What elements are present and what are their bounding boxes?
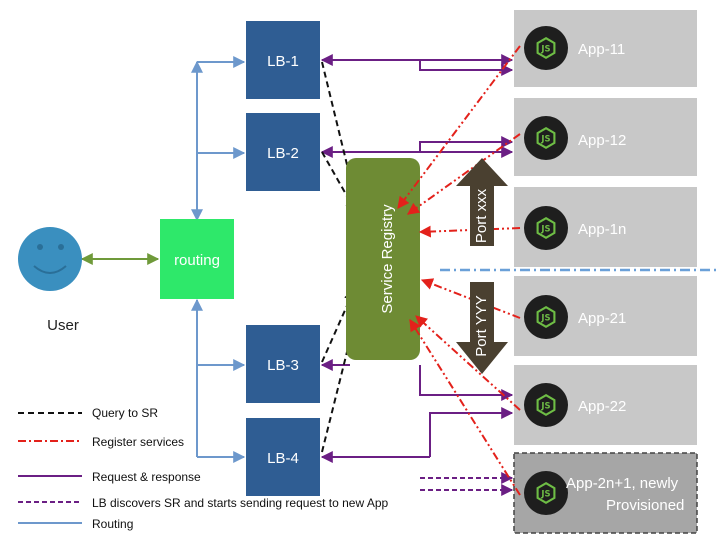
lb-2: LB-2 (246, 113, 320, 191)
lb-3: LB-3 (246, 325, 320, 403)
app-box-1n: App-1n (514, 187, 697, 267)
user-eye-right (58, 244, 64, 250)
app-label-line2: Provisioned (606, 497, 684, 514)
app-label: App-11 (578, 41, 625, 58)
legend-label: Register services (92, 435, 184, 449)
routing-lines (191, 56, 246, 463)
service-registry-label: Service Registry (379, 204, 396, 314)
discovery-lines (420, 472, 514, 496)
port-arrow-upper: Port xxx (456, 158, 508, 246)
user-eye-left (37, 244, 43, 250)
port-arrow-lower: Port YYY (456, 282, 508, 374)
app-box-11: App-11 (514, 10, 697, 87)
lb-4: LB-4 (246, 418, 320, 496)
app-label: App-12 (578, 132, 626, 149)
legend-label: Query to SR (92, 406, 158, 420)
register-lines (397, 45, 521, 496)
port-lower-label: Port YYY (473, 295, 490, 356)
user-smile (33, 265, 67, 274)
routing-label: routing (174, 252, 220, 269)
app-box-new: App-2n+1, newly Provisioned (513, 452, 698, 534)
legend-label: LB discovers SR and starts sending reque… (92, 496, 388, 510)
lb-label: LB-3 (267, 357, 299, 374)
lb-label: LB-2 (267, 145, 299, 162)
app-label: App-2n+1, newly (566, 475, 679, 492)
app-label: App-21 (578, 310, 626, 327)
routing-box: routing (160, 219, 234, 299)
app-box-12: App-12 (514, 98, 697, 176)
request-lines (320, 54, 514, 463)
app-label: App-1n (578, 221, 626, 238)
lb-label: LB-1 (267, 53, 299, 70)
service-registry: Service Registry (346, 158, 420, 360)
app-label: App-22 (578, 398, 626, 415)
app-box-21: App-21 (514, 276, 697, 356)
legend-label: Request & response (92, 470, 201, 484)
port-upper-label: Port xxx (473, 188, 490, 243)
lb-label: LB-4 (267, 450, 299, 467)
legend-label: Routing (92, 517, 133, 531)
user-avatar (18, 227, 82, 291)
legend: Query to SR Register services Request & … (18, 406, 388, 531)
app-box-22: App-22 (514, 365, 697, 445)
lb-1: LB-1 (246, 21, 320, 99)
user-label: User (47, 317, 79, 334)
